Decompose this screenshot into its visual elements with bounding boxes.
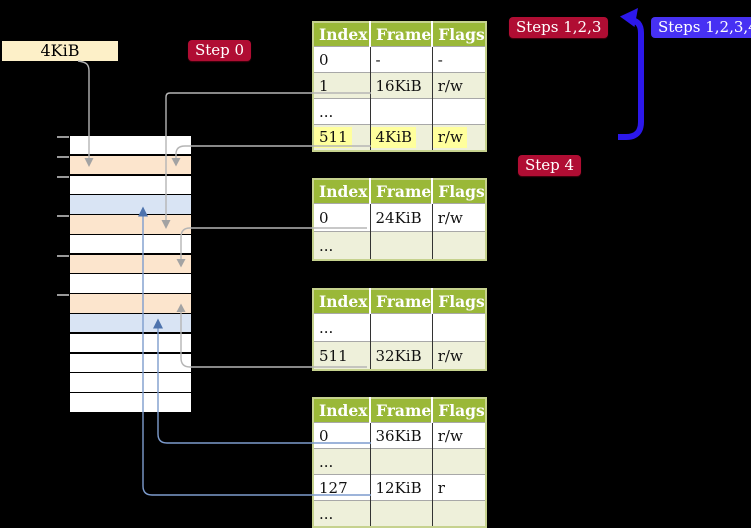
- page-table-level4: Index Frame Flags 0 - - 1 16KiB r/w ... …: [312, 21, 487, 152]
- pt-cell: ...: [313, 448, 371, 475]
- pt-cell: 24KiB: [370, 203, 433, 232]
- pt-cell: -: [432, 46, 486, 73]
- header-index: Index: [313, 22, 371, 47]
- memory-frame-free: [70, 353, 191, 372]
- header-frame: Frame: [370, 22, 434, 47]
- pt-cell: 4KiB: [370, 124, 433, 151]
- pt-cell: 511: [313, 124, 371, 151]
- pt-cell: [432, 98, 486, 125]
- physical-memory: [70, 136, 191, 413]
- page-table-level2: Index Frame Flags ... 511 32KiB r/w: [312, 288, 487, 371]
- memory-frame-free: [70, 175, 191, 194]
- pt-cell: r/w: [432, 72, 486, 99]
- table-row: ...: [313, 231, 486, 260]
- memory-frame-free: [70, 136, 191, 155]
- header-frame: Frame: [370, 398, 434, 423]
- memory-frame-free: [70, 274, 191, 293]
- highlighted-value: 511: [314, 127, 352, 148]
- step4-badge: Step 4: [518, 155, 582, 176]
- address-tick-mark: [57, 136, 69, 138]
- table-row: 1 16KiB r/w: [313, 72, 486, 99]
- header-frame: Frame: [370, 289, 434, 314]
- header-index: Index: [313, 398, 371, 423]
- table-row: ...: [313, 448, 486, 475]
- pt-cell: 36KiB: [370, 422, 433, 449]
- pt-cell: [432, 448, 486, 475]
- pt-cell: [370, 231, 433, 260]
- pt-cell: [432, 231, 486, 260]
- highlighted-value: r/w: [432, 127, 467, 148]
- pt-cell: r/w: [432, 203, 486, 232]
- table-row: 127 12KiB r: [313, 474, 486, 501]
- header-flags: Flags: [432, 289, 486, 314]
- pt-cell: 16KiB: [370, 72, 433, 99]
- recursive-loop-arrowhead: [620, 8, 638, 27]
- memory-frame-free: [70, 333, 191, 353]
- pt-cell: [370, 313, 433, 342]
- header-flags: Flags: [432, 179, 486, 204]
- address-tick-mark: [57, 254, 69, 257]
- address-tick-mark: [57, 175, 69, 178]
- table-row: 0 - -: [313, 46, 486, 73]
- address-tick-mark: [57, 215, 69, 218]
- memory-frame-free: [70, 393, 191, 412]
- memory-frame-pagetable: [70, 294, 191, 313]
- page-table-level3: Index Frame Flags 0 24KiB r/w ...: [312, 178, 487, 261]
- pt-cell: 0: [313, 203, 371, 232]
- memory-frame-free: [70, 373, 191, 392]
- pt-cell: 32KiB: [370, 341, 433, 370]
- memory-frame-pagetable: [70, 155, 191, 175]
- pt-cell: [432, 500, 486, 527]
- table-row-recursive-entry: 511 4KiB r/w: [313, 124, 486, 151]
- address-tick-mark: [57, 155, 69, 158]
- address-tick-mark: [57, 294, 69, 297]
- table-row: 511 32KiB r/w: [313, 341, 486, 370]
- header-frame: Frame: [370, 179, 434, 204]
- table-row: ...: [313, 500, 486, 527]
- recursive-loop-arrow: [618, 17, 644, 140]
- pt-cell: r/w: [432, 124, 486, 151]
- pt-cell: ...: [313, 500, 371, 527]
- pt-cell: [370, 98, 433, 125]
- steps1234-badge: Steps 1,2,3,4: [651, 17, 751, 38]
- table-header-row: Index Frame Flags: [313, 398, 486, 423]
- table-header-row: Index Frame Flags: [313, 289, 486, 314]
- page-table-level1: Index Frame Flags 0 36KiB r/w ... 127 12…: [312, 397, 487, 528]
- table-row: 0 24KiB r/w: [313, 203, 486, 232]
- pt-cell: ...: [313, 98, 371, 125]
- table-row: ...: [313, 313, 486, 342]
- pt-cell: ...: [313, 231, 371, 260]
- memory-frame-pagetable: [70, 215, 191, 234]
- pt-cell: 0: [313, 422, 371, 449]
- pt-cell: 511: [313, 341, 371, 370]
- frame-address-box: 4KiB: [2, 41, 118, 61]
- table-row: 0 36KiB r/w: [313, 422, 486, 449]
- header-flags: Flags: [432, 22, 486, 47]
- memory-frame-mapped: [70, 195, 191, 214]
- memory-frame-free: [70, 234, 191, 254]
- table-row: ...: [313, 98, 486, 125]
- pt-cell: r/w: [432, 422, 486, 449]
- pt-cell: 127: [313, 474, 371, 501]
- pt-cell: r: [432, 474, 486, 501]
- memory-frame-mapped: [70, 314, 191, 333]
- pt-cell: -: [370, 46, 433, 73]
- header-index: Index: [313, 179, 371, 204]
- highlighted-value: 4KiB: [370, 127, 417, 148]
- pt-cell: ...: [313, 313, 371, 342]
- memory-frame-pagetable: [70, 254, 191, 274]
- pt-cell: 0: [313, 46, 371, 73]
- pt-cell: r/w: [432, 341, 486, 370]
- header-index: Index: [313, 289, 371, 314]
- header-flags: Flags: [432, 398, 486, 423]
- steps123-badge: Steps 1,2,3: [509, 17, 609, 38]
- table-header-row: Index Frame Flags: [313, 22, 486, 47]
- table-header-row: Index Frame Flags: [313, 179, 486, 204]
- pt-cell: [370, 448, 433, 475]
- pt-cell: 1: [313, 72, 371, 99]
- pt-cell: 12KiB: [370, 474, 433, 501]
- pt-cell: [370, 500, 433, 527]
- step0-badge: Step 0: [188, 40, 252, 61]
- pt-cell: [432, 313, 486, 342]
